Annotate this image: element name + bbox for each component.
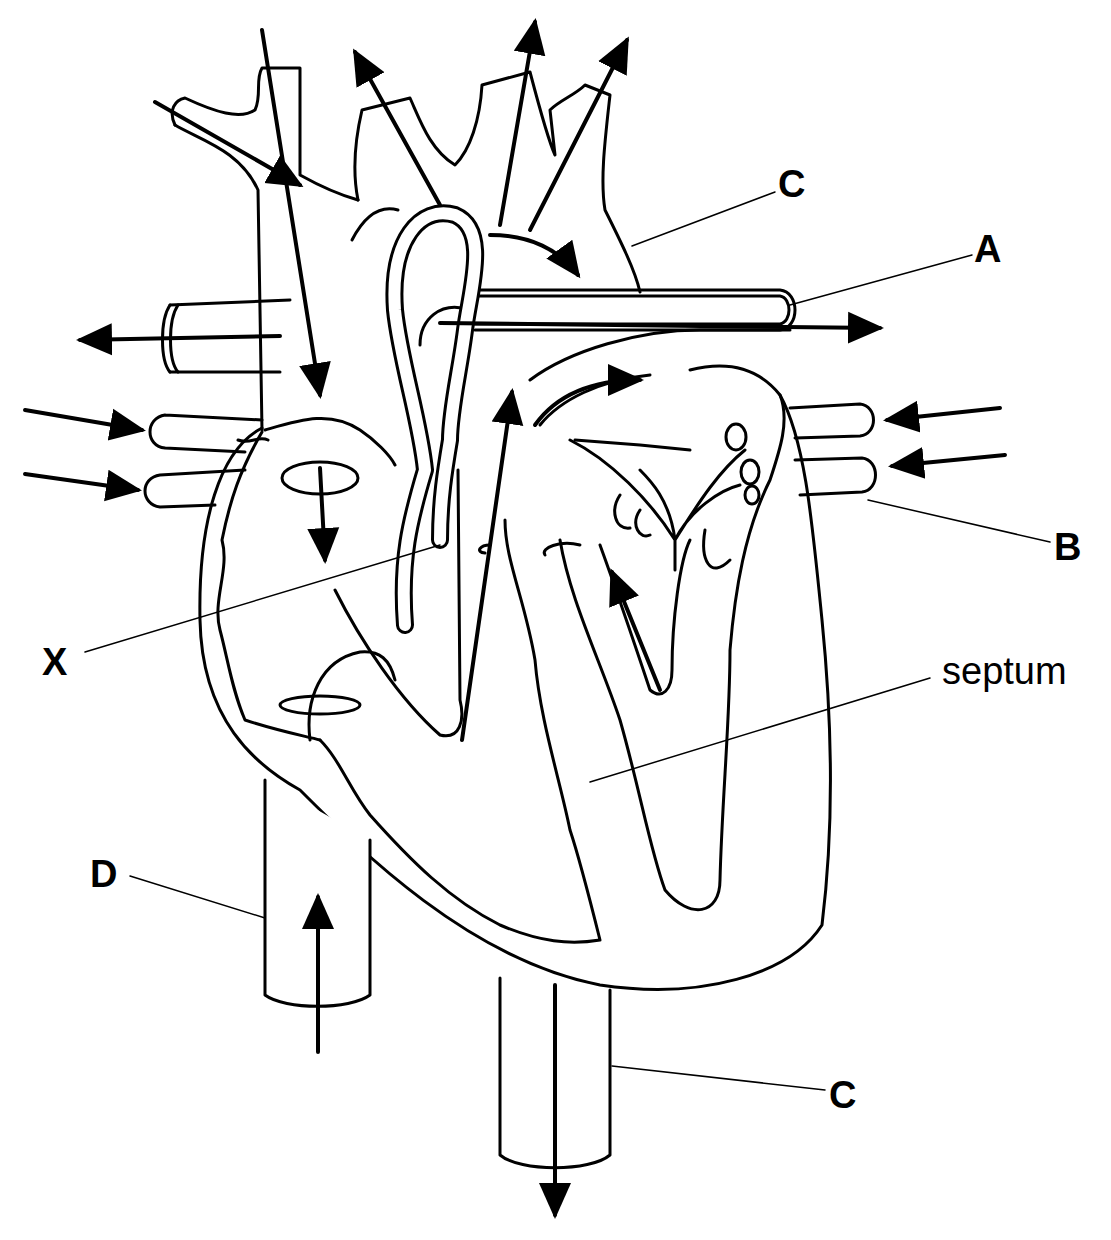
part-label: A xyxy=(974,230,1001,268)
part-label: D xyxy=(90,855,117,893)
part-label: C xyxy=(778,165,805,203)
part-label: septum xyxy=(942,652,1067,690)
part-label: X xyxy=(42,643,67,681)
leader-lines xyxy=(85,192,1050,1090)
part-label: B xyxy=(1054,528,1081,566)
part-label: C xyxy=(829,1076,856,1114)
